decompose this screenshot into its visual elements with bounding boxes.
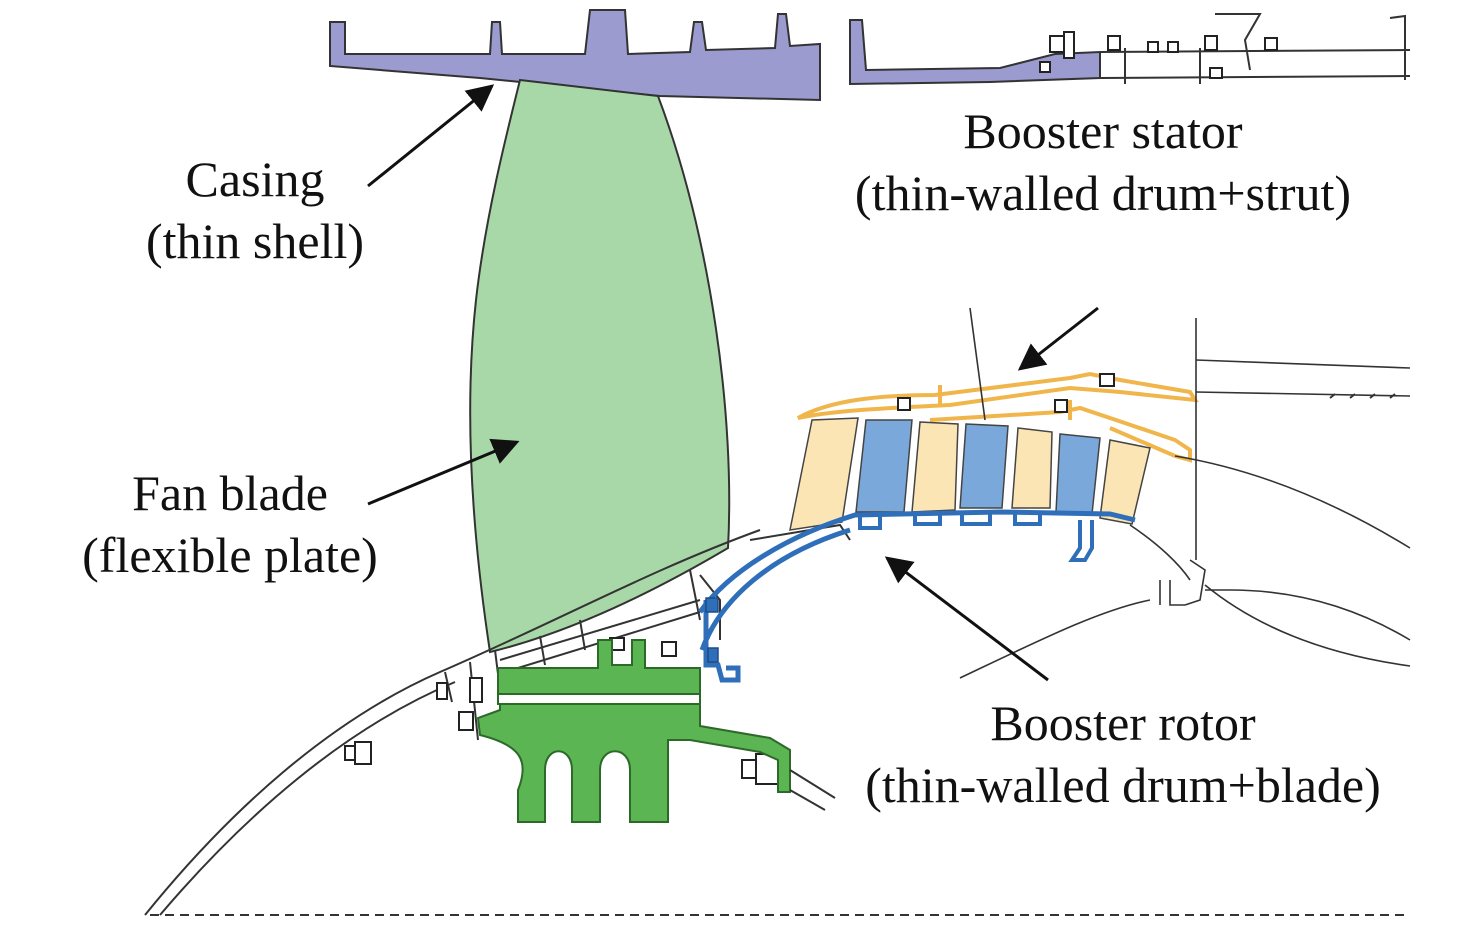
aft-shaft-line <box>789 769 836 811</box>
booster-rotor-label: Booster rotor (thin-walled drum+blade) <box>828 692 1418 816</box>
casing-shell <box>329 9 1411 102</box>
hub-bolts <box>344 637 781 785</box>
booster-rotor <box>697 509 1136 683</box>
rotor-hook <box>1068 520 1094 562</box>
fan-blade <box>469 78 731 654</box>
fan-blade-label: Fan blade (flexible plate) <box>60 462 400 586</box>
casing-arrow <box>367 84 495 188</box>
stator-vane-4 <box>1099 439 1151 525</box>
rotor-cone <box>699 527 851 651</box>
rotor-flange <box>703 600 741 683</box>
rotor-blade-3 <box>1055 433 1101 515</box>
booster-stator-label-name: Booster stator <box>963 103 1243 159</box>
rotor-bolts <box>705 597 719 663</box>
stator-vane-2 <box>911 421 959 513</box>
casing-label-name: Casing <box>185 151 325 207</box>
booster-rotor-arrow <box>884 556 1049 682</box>
stator-bolts <box>897 373 1115 413</box>
casing-bolts <box>1039 31 1278 79</box>
casing-aft-section <box>849 19 1101 86</box>
booster-stator-label: Booster stator (thin-walled drum+strut) <box>818 100 1388 224</box>
booster-rotor-label-desc: (thin-walled drum+blade) <box>865 757 1381 813</box>
fan-disk-slot <box>497 693 701 705</box>
downstream-structure <box>959 307 1411 679</box>
fan-disk <box>476 639 791 823</box>
booster-stator-label-desc: (thin-walled drum+strut) <box>854 165 1352 221</box>
stator-flange <box>938 385 1072 420</box>
casing-label-desc: (thin shell) <box>145 213 365 269</box>
casing-body <box>329 9 821 102</box>
stator-outer-ring <box>797 371 1199 420</box>
casing-label: Casing (thin shell) <box>130 148 380 272</box>
rotor-blade-1 <box>855 419 913 513</box>
rotor-blade-2 <box>959 423 1009 509</box>
fan-blade-label-name: Fan blade <box>132 465 328 521</box>
stator-vane-3 <box>1011 427 1053 509</box>
booster-airfoils <box>789 417 1151 531</box>
rotor-drum <box>697 509 1136 614</box>
booster-stator-arrow <box>1017 306 1099 371</box>
fan-blade-label-desc: (flexible plate) <box>82 527 378 583</box>
stator-vane-1 <box>789 417 859 531</box>
fan-blade-arrow <box>367 438 520 506</box>
rotor-slots <box>858 512 1042 530</box>
leader-arrows <box>367 84 1099 682</box>
booster-rotor-label-name: Booster rotor <box>990 695 1256 751</box>
casing-aft-flanges <box>1099 13 1411 84</box>
